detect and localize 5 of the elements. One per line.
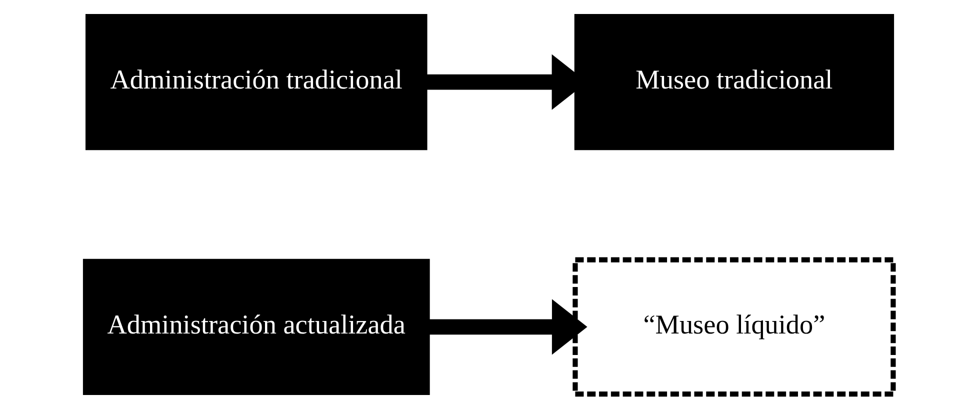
- node-box: Museo tradicional: [574, 14, 894, 150]
- arrow: [429, 299, 588, 355]
- node-box: Administración tradicional: [86, 14, 428, 150]
- node-box: “Museo líquido”: [572, 257, 896, 397]
- node-box: Administración actualizada: [82, 258, 430, 395]
